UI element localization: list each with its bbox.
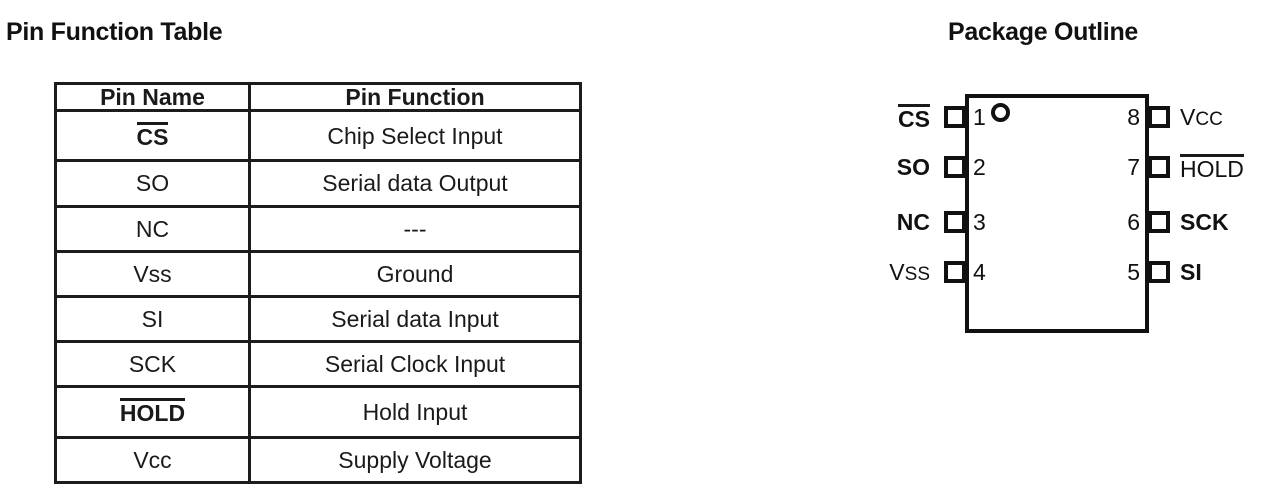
pin-label-sck: SCK <box>1180 209 1229 235</box>
cell-pin-function: Serial data Input <box>248 295 582 344</box>
cell-pin-name: Vcc <box>54 435 251 485</box>
pin-number-8: 8 <box>1127 104 1140 130</box>
pin-box-5 <box>1148 261 1170 283</box>
cell-pin-name: SI <box>54 295 251 344</box>
pin-label-so: SO <box>896 154 930 180</box>
pin-label-cs: CS <box>898 104 930 132</box>
cell-pin-function: Serial Clock Input <box>248 340 582 389</box>
pin-number-5: 5 <box>1127 259 1140 285</box>
column-header-pin-name: Pin Name <box>54 81 251 113</box>
cell-pin-function: Hold Input <box>248 385 582 439</box>
cell-pin-name: Vss <box>54 249 251 299</box>
table-row: NC--- <box>54 204 582 253</box>
pin-box-6 <box>1148 211 1170 233</box>
pin-number-2: 2 <box>973 154 986 180</box>
package-outline-diagram: 1 CS 2 SO 3 NC 4 VSS 8 VCC 7 HOLD 6 SCK 5 SI <box>860 70 1274 370</box>
pin-box-2 <box>944 156 966 178</box>
cell-pin-function: Ground <box>248 249 582 299</box>
table-header-row: Pin Name Pin Function <box>54 81 582 113</box>
pin-box-4 <box>944 261 966 283</box>
cell-pin-name: SO <box>54 159 251 208</box>
column-header-pin-function: Pin Function <box>248 81 582 113</box>
pin-box-7 <box>1148 156 1170 178</box>
cell-pin-function: --- <box>248 204 582 253</box>
chip-body-outline <box>965 94 1149 333</box>
pin-label-vss: VSS <box>889 259 930 285</box>
pin-number-3: 3 <box>973 209 986 235</box>
cell-pin-function: Supply Voltage <box>248 435 582 485</box>
cell-pin-name: NC <box>54 204 251 253</box>
cell-pin-name: HOLD <box>54 385 251 439</box>
pin-box-3 <box>944 211 966 233</box>
pin1-dot-icon <box>991 103 1010 122</box>
package-outline-heading: Package Outline <box>948 18 1139 46</box>
pin-box-8 <box>1148 106 1170 128</box>
cell-pin-function: Serial data Output <box>248 159 582 208</box>
cell-pin-name: SCK <box>54 340 251 389</box>
cell-pin-function: Chip Select Input <box>248 109 582 163</box>
pin-number-6: 6 <box>1127 209 1140 235</box>
cell-pin-name: CS <box>54 109 251 163</box>
pin-label-hold: HOLD <box>1180 154 1244 182</box>
pin-label-nc: NC <box>896 209 930 235</box>
pin-number-4: 4 <box>973 259 986 285</box>
pin-label-si: SI <box>1180 259 1202 285</box>
pin-number-7: 7 <box>1127 154 1140 180</box>
pin-label-vcc: VCC <box>1180 104 1223 130</box>
pin-box-1 <box>944 106 966 128</box>
pin-function-table-heading: Pin Function Table <box>6 18 223 46</box>
pin-number-1: 1 <box>973 104 986 130</box>
